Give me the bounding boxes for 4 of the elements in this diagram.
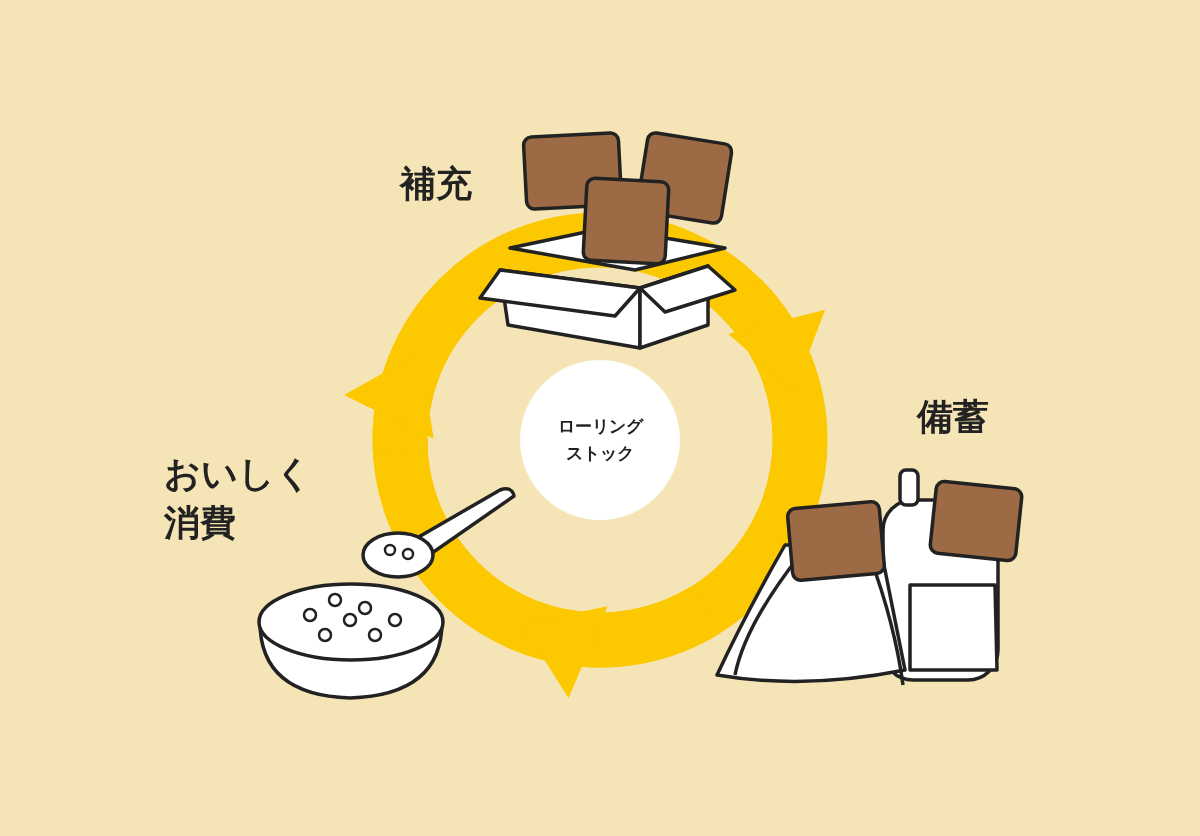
center-label: ローリングストック bbox=[556, 414, 645, 465]
stage-label: 補充 bbox=[400, 162, 473, 206]
stage-label: 備蓄 bbox=[917, 395, 990, 439]
stage-label: おいしく消費 bbox=[164, 452, 313, 545]
